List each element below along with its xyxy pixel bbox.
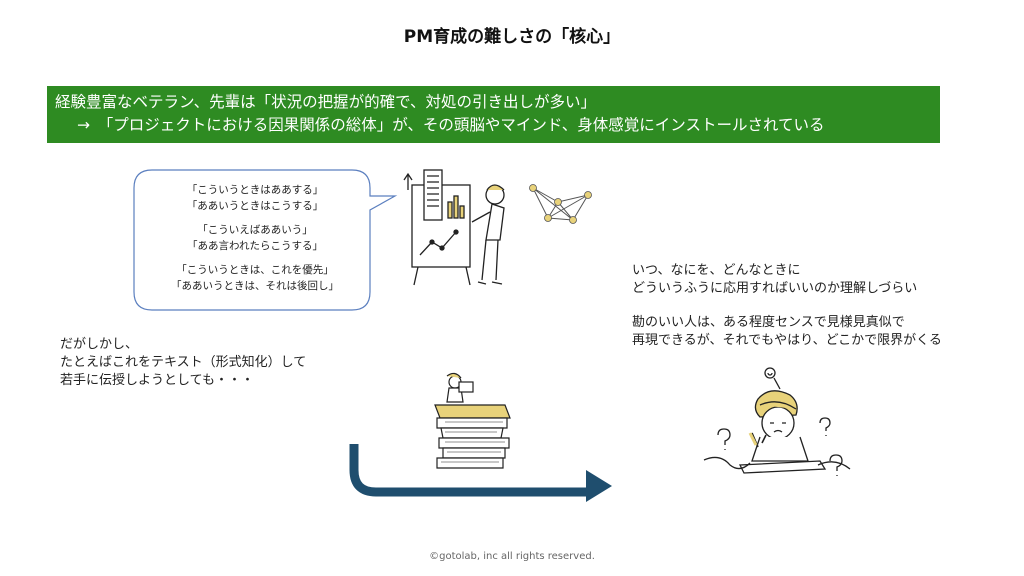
bubble-line: 「ああいうときは、それは後回し」 [171, 279, 339, 292]
curved-arrow-icon [349, 444, 612, 502]
right-text-line: 勘のいい人は、ある程度センスで見様見真似で [632, 315, 905, 330]
bubble-line: 「こういえばああいう」 [197, 224, 313, 236]
banner-line-2: → 「プロジェクトにおける因果関係の総体」が、その頭脳やマインド、身体感覚にイン… [77, 116, 825, 134]
presenter-chart-illustration [403, 169, 505, 286]
right-text-line: 再現できるが、それでもやはり、どこかで限界がくる [632, 333, 942, 348]
copyright-footer: ©gotolab, inc all rights reserved. [429, 551, 595, 562]
page-title: PM育成の難しさの「核心」 [403, 27, 621, 47]
book-stack-illustration [434, 372, 511, 469]
bubble-line: 「ああいうときはこうする」 [186, 199, 324, 212]
right-explanation: いつ、なにを、どんなときに どういうふうに応用すればいいのか理解しづらい 勘のい… [632, 262, 1012, 350]
left-text-line: たとえばこれをテキスト（形式知化）して [60, 355, 307, 370]
key-insight-banner: 経験豊富なベテラン、先輩は「状況の把握が的確で、対処の引き出しが多い」 → 「プ… [47, 86, 940, 143]
bubble-line: 「こういうときは、これを優先」 [176, 264, 334, 276]
bubble-line: 「ああ言われたらこうする」 [187, 239, 323, 252]
left-text-line: 若手に伝授しようとしても・・・ [60, 373, 254, 388]
bubble-text: 「こういうときはああする」 「ああいうときはこうする」 「こういえばああいう」 … [140, 183, 370, 294]
right-text-line: いつ、なにを、どんなときに [632, 263, 801, 278]
right-text-line: どういうふうに応用すればいいのか理解しづらい [632, 281, 918, 296]
confused-person-illustration [703, 367, 851, 476]
banner-line-1: 経験豊富なベテラン、先輩は「状況の把握が的確で、対処の引き出しが多い」 [55, 93, 596, 111]
network-graph-icon [529, 184, 592, 224]
left-text-line: だがしかし、 [60, 337, 139, 352]
bubble-line: 「こういうときはああする」 [186, 184, 324, 196]
left-explanation: だがしかし、 たとえばこれをテキスト（形式知化）して 若手に伝授しようとしても・… [60, 336, 360, 390]
